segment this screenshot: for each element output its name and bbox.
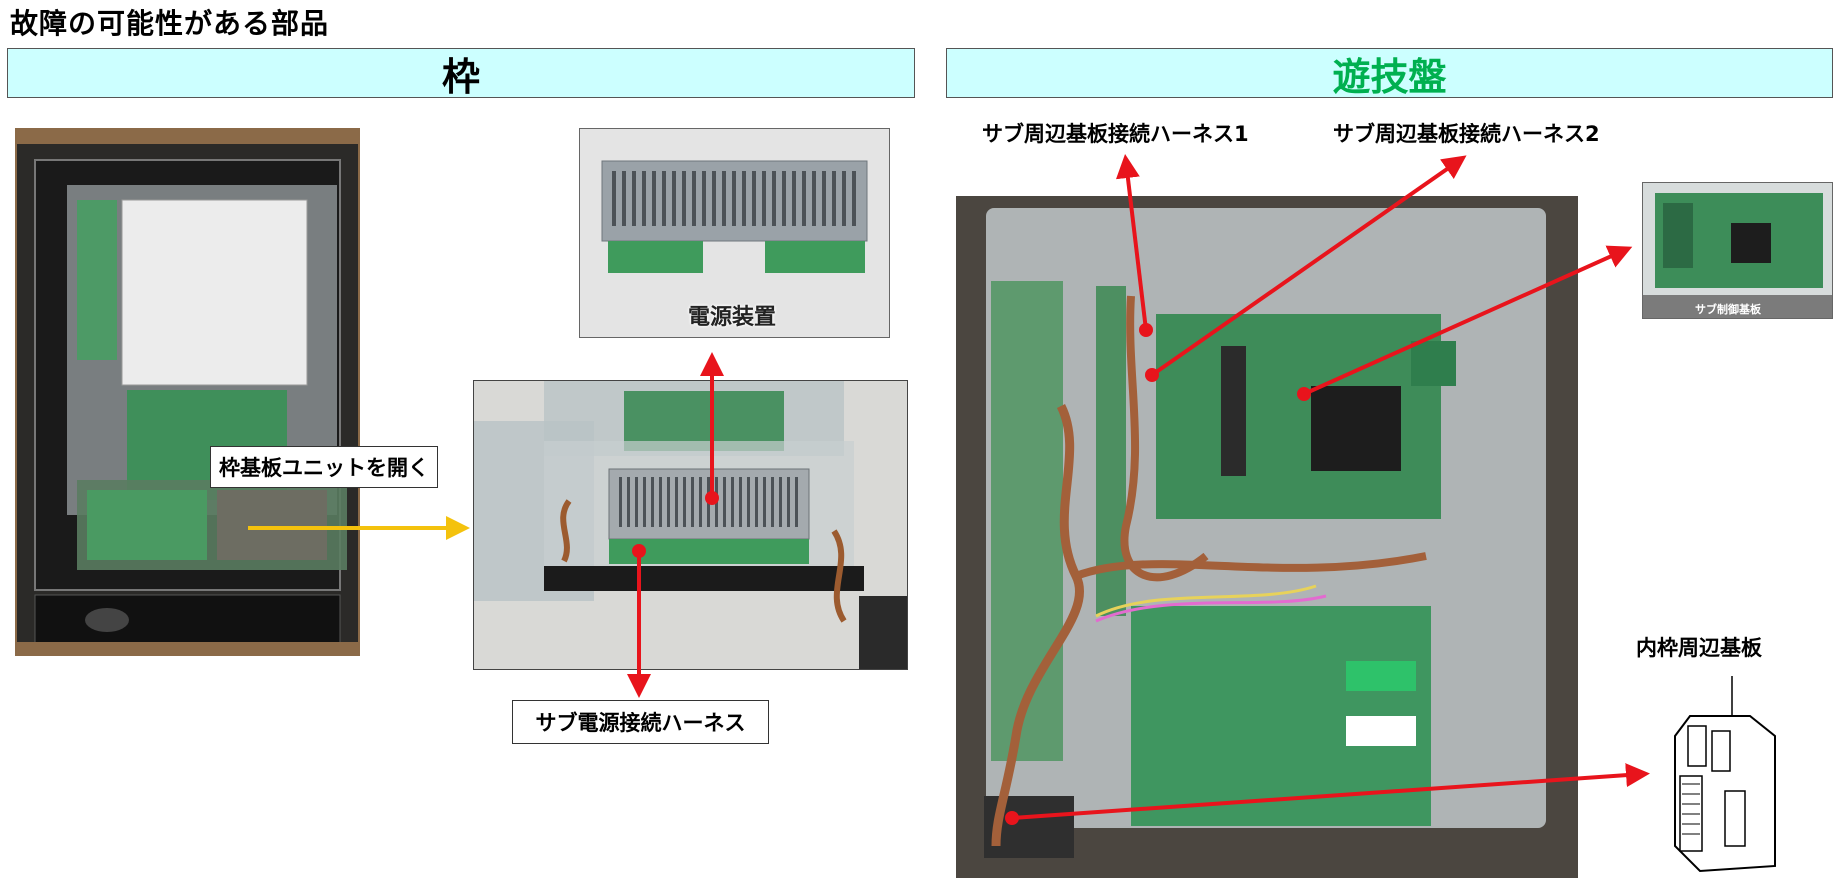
cabinet-photo [15, 128, 360, 656]
harness1-arrow [1115, 154, 1148, 331]
inner-frame-board-label: 内枠周辺基板 [1636, 636, 1762, 660]
sub-control-board-arrow [1303, 245, 1633, 396]
sub-control-board-photo: サブ制御基板 [1642, 182, 1833, 319]
harness1-label: サブ周辺基板接続ハーネス1 [982, 122, 1249, 146]
game-board-drawing [956, 196, 1578, 878]
sub-power-harness-label: サブ電源接続ハーネス [512, 700, 769, 744]
sub-control-board-drawing [1643, 183, 1832, 318]
cabinet-photo-drawing [17, 130, 358, 654]
power-device-caption: 電源装置 [688, 305, 777, 330]
sub-control-board-caption: サブ制御基板 [1695, 303, 1761, 316]
inner-frame-board-arrow [1011, 763, 1650, 820]
game-board-photo [956, 196, 1578, 878]
harness2-label: サブ周辺基板接続ハーネス2 [1333, 122, 1600, 146]
inner-frame-board-drawing [1660, 676, 1790, 876]
power-device-photo: 電源装置 [579, 128, 890, 338]
page-title: 故障の可能性がある部品 [10, 7, 330, 40]
opened-unit-photo [473, 380, 908, 670]
frame-section-header: 枠 [7, 48, 915, 99]
harness2-arrow [1150, 155, 1467, 377]
power-device-drawing [580, 129, 889, 337]
open-unit-label: 枠基板ユニットを開く [210, 446, 438, 488]
board-section-header: 遊技盤 [946, 48, 1833, 99]
opened-unit-drawing [474, 381, 907, 669]
